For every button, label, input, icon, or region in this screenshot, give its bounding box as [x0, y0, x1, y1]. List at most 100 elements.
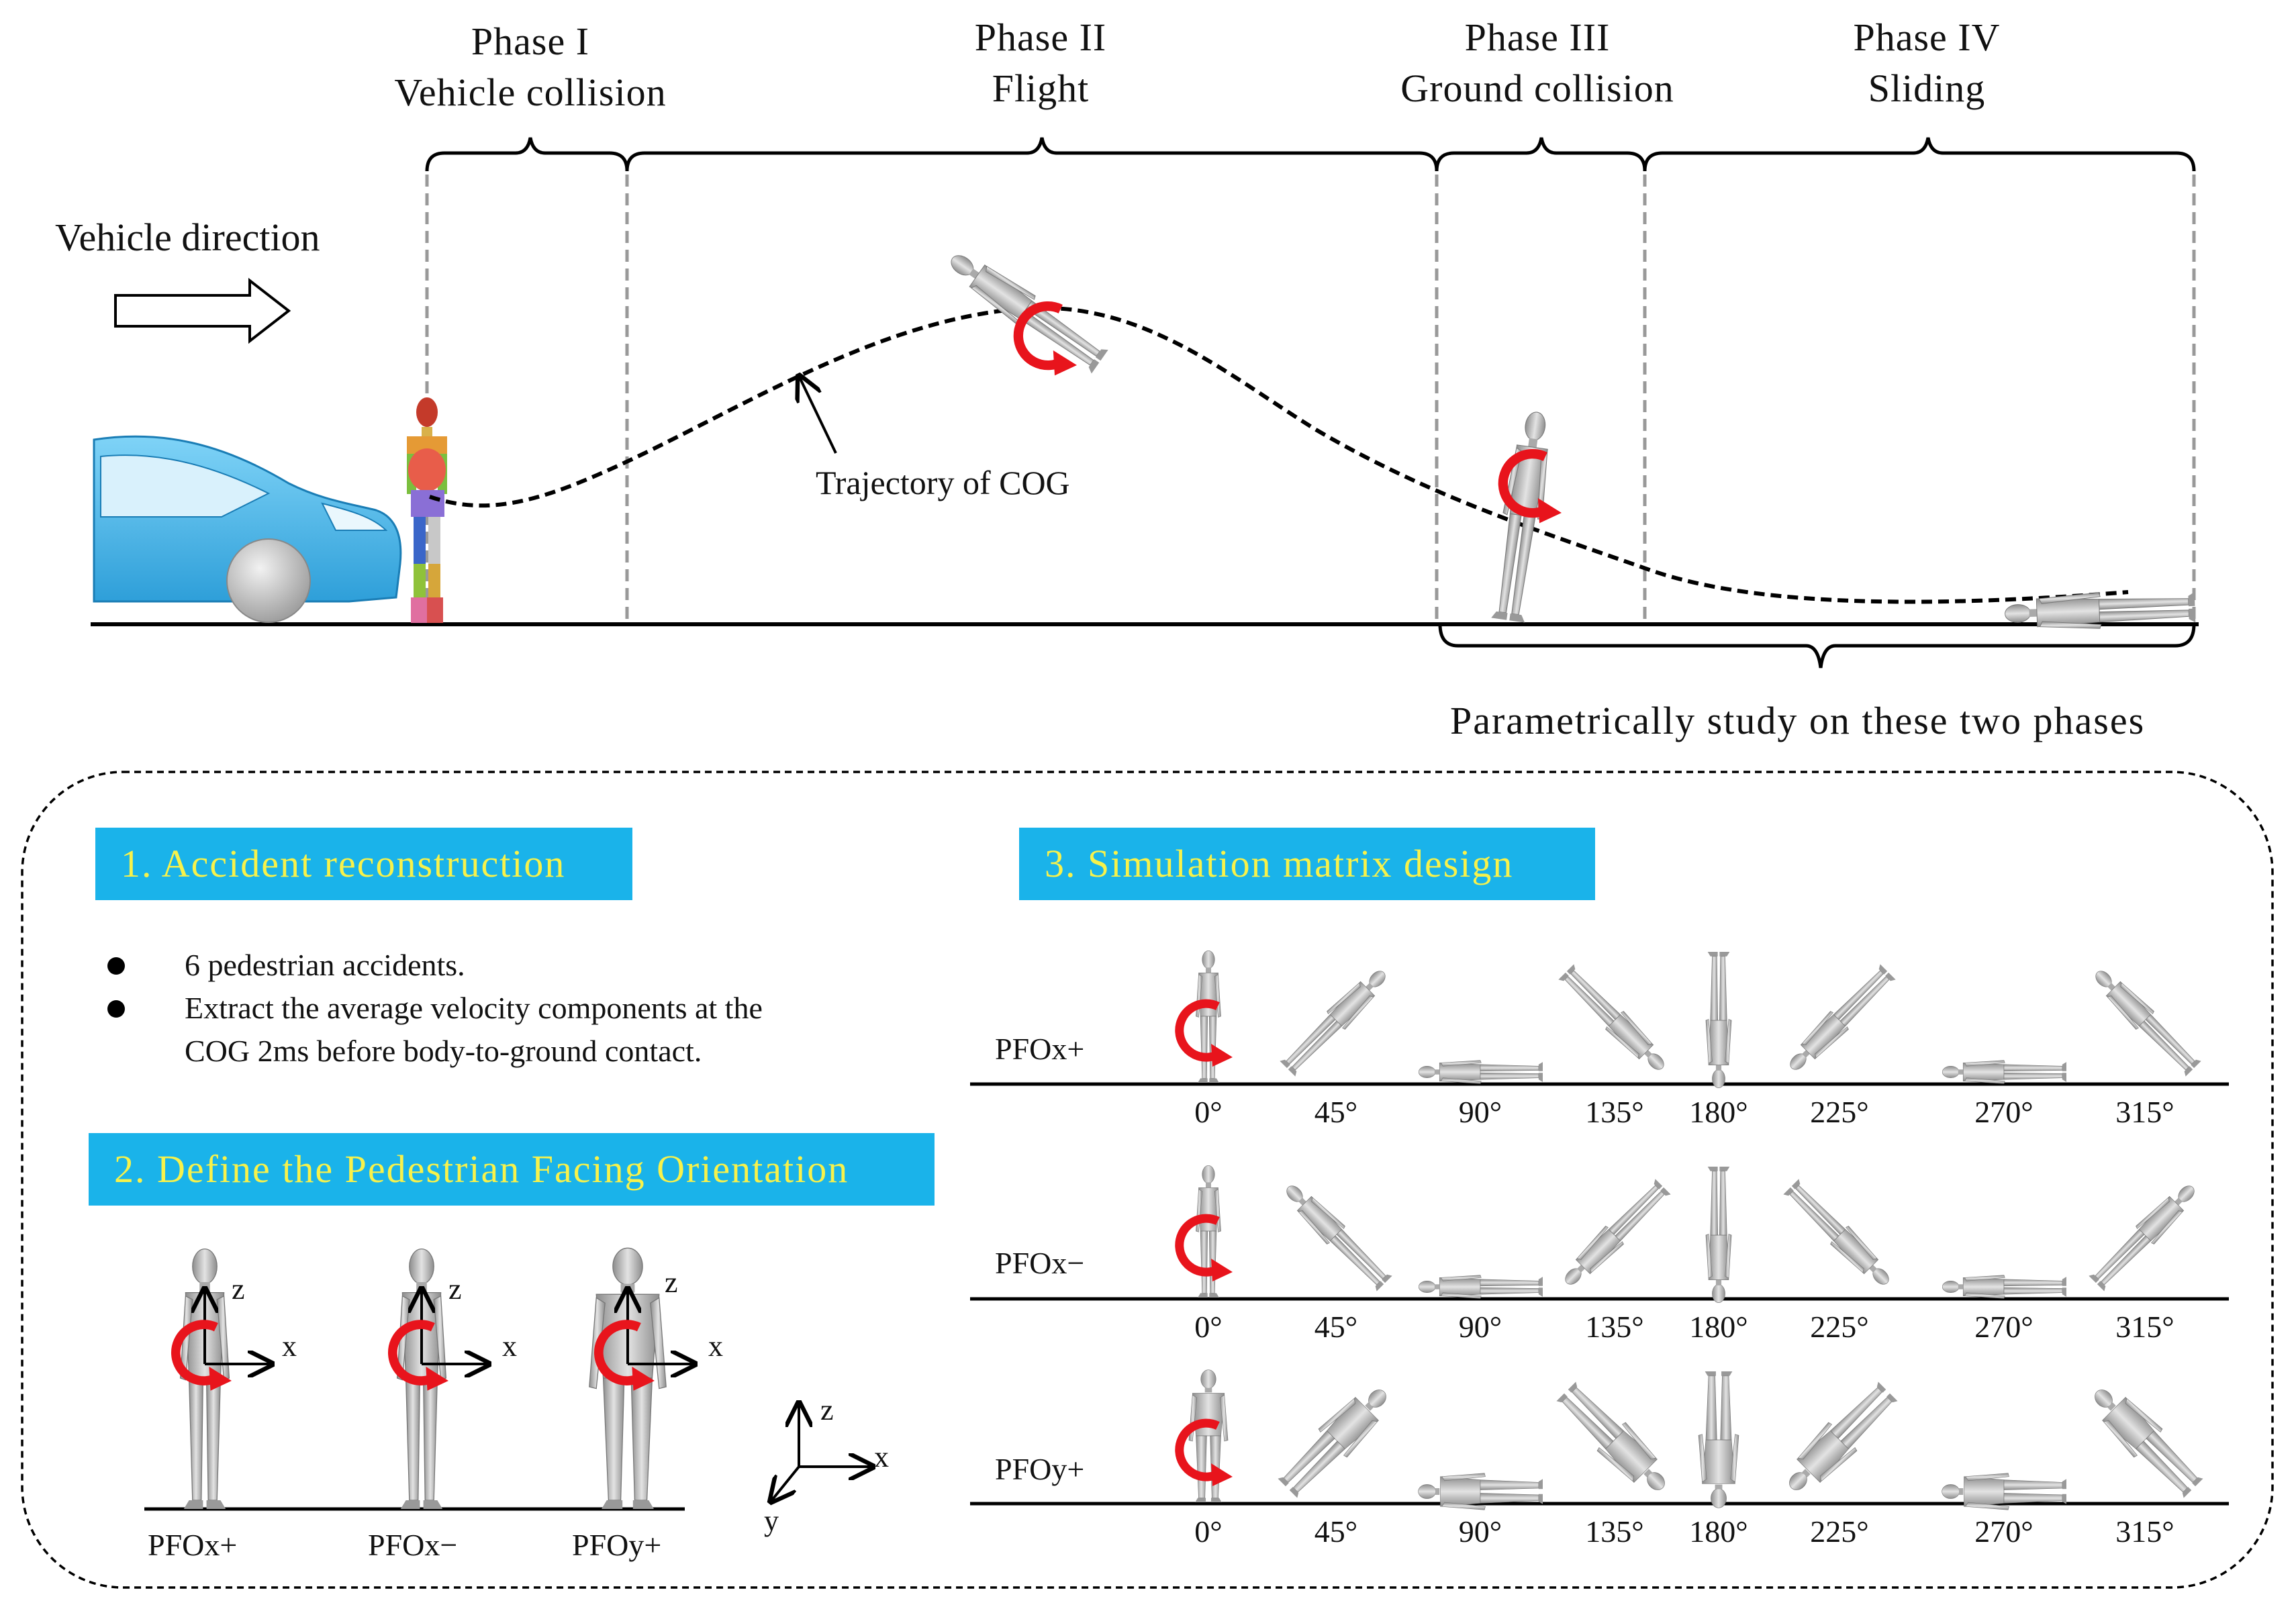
- matrix-figure-r1-c6: [1782, 963, 1897, 1077]
- matrix-figure-r3-c1: [1180, 1369, 1233, 1503]
- angle-label-r2-c4: 135°: [1585, 1310, 1644, 1344]
- pfo3-x-label: x: [708, 1330, 723, 1363]
- trajectory-pointer: [799, 376, 837, 454]
- matrix-row-label-1: PFOx+: [995, 1032, 1085, 1066]
- define-pfo-title: 2. Define the Pedestrian Facing Orientat…: [89, 1133, 935, 1206]
- matrix-figure-r1-c5: [1705, 951, 1732, 1088]
- matrix-figure-r3-c4: [1551, 1377, 1678, 1503]
- vehicle-direction-label: Vehicle direction: [55, 215, 320, 259]
- pfo-figures: [176, 1247, 695, 1510]
- phase-separators: [425, 175, 2196, 624]
- triad-y-label: y: [764, 1504, 779, 1537]
- phase-3-desc: Ground collision: [1400, 66, 1674, 110]
- phase-1-name: Phase I: [471, 19, 590, 63]
- accident-reconstruction-title: 1. Accident reconstruction: [95, 828, 632, 900]
- parametric-note: Parametrically study on these two phases: [1450, 699, 2146, 742]
- pedestrian-dummy-impact: [407, 397, 447, 623]
- matrix-figure-r2-c5: [1705, 1166, 1732, 1303]
- phase-4-name: Phase IV: [1853, 15, 2001, 59]
- angle-label-r3-c1: 0°: [1194, 1514, 1223, 1549]
- matrix-row-label-3: PFOy+: [995, 1452, 1085, 1486]
- angle-label-r1-c4: 135°: [1585, 1095, 1644, 1129]
- methods-panel: [21, 771, 2274, 1589]
- phase-3-label: Phase III Ground collision: [1370, 12, 1705, 114]
- pfo2-z-label: z: [448, 1273, 462, 1306]
- angle-label-r1-c5: 180°: [1689, 1095, 1748, 1129]
- phase-4-label: Phase IV Sliding: [1759, 12, 2095, 114]
- angle-label-r1-c2: 45°: [1314, 1095, 1358, 1129]
- bullet-3: COG 2ms before body-to-ground contact.: [185, 1034, 702, 1068]
- matrix-figure-r2-c4: [1558, 1177, 1672, 1292]
- angle-label-r3-c8: 315°: [2115, 1514, 2174, 1549]
- matrix-figure-r1-c8: [2088, 963, 2203, 1078]
- pfo-def-label-3: PFOy+: [572, 1528, 662, 1562]
- matrix-figure-r2-c6: [1782, 1177, 1897, 1292]
- cog-trajectory: [429, 305, 2129, 604]
- bullet-2-dot: [107, 1000, 125, 1018]
- pfo-def-label-1: PFOx+: [148, 1528, 238, 1562]
- angle-label-r3-c5: 180°: [1689, 1514, 1748, 1549]
- angle-label-r3-c2: 45°: [1314, 1514, 1358, 1549]
- vehicle-direction-arrow: [114, 277, 291, 344]
- vehicle: [93, 435, 402, 623]
- matrix-figure-r1-c3: [1418, 1060, 1543, 1084]
- phase-2-desc: Flight: [992, 66, 1090, 110]
- angle-label-r1-c8: 315°: [2115, 1095, 2174, 1129]
- triad-x-label: x: [874, 1441, 889, 1473]
- angle-label-r3-c7: 270°: [1974, 1514, 2034, 1549]
- bullet-1-dot: [107, 957, 125, 975]
- matrix-figure-r1-c7: [1942, 1060, 2067, 1084]
- pfo2-x-label: x: [502, 1330, 517, 1363]
- triad-z-label: z: [820, 1394, 834, 1426]
- pfo1-z-label: z: [232, 1273, 245, 1306]
- matrix-figures: [1180, 950, 2208, 1510]
- angle-label-r1-c1: 0°: [1194, 1095, 1223, 1129]
- phase-2-label: Phase II Flight: [873, 12, 1208, 114]
- matrix-figure-r1-c4: [1557, 963, 1672, 1077]
- parametric-brace: [1438, 624, 2196, 669]
- angle-label-r1-c3: 90°: [1458, 1095, 1502, 1129]
- matrix-figure-r1-c1: [1180, 950, 1233, 1083]
- angle-label-r1-c6: 225°: [1810, 1095, 1869, 1129]
- angle-label-r2-c7: 270°: [1974, 1310, 2034, 1344]
- angle-label-r3-c3: 90°: [1458, 1514, 1502, 1549]
- coordinate-axes: [771, 1403, 873, 1502]
- pfo-def-label-2: PFOx−: [368, 1528, 458, 1562]
- phase-3-name: Phase III: [1464, 15, 1611, 59]
- phase-1-label: Phase I Vehicle collision: [363, 16, 698, 118]
- trajectory-label: Trajectory of COG: [816, 464, 1070, 501]
- angle-label-r2-c1: 0°: [1194, 1310, 1223, 1344]
- matrix-figure-r1-c2: [1278, 963, 1393, 1078]
- matrix-row-label-2: PFOx−: [995, 1246, 1085, 1280]
- bullet-2: Extract the average velocity components …: [185, 991, 763, 1025]
- matrix-figure-r3-c8: [2082, 1377, 2208, 1503]
- angle-label-r2-c6: 225°: [1810, 1310, 1869, 1344]
- phase-4-desc: Sliding: [1868, 66, 1986, 110]
- pfo-def-figure-3: [589, 1247, 695, 1510]
- angle-label-r3-c4: 135°: [1585, 1514, 1644, 1549]
- phase-1-desc: Vehicle collision: [394, 70, 667, 114]
- matrix-figure-r3-c5: [1698, 1371, 1739, 1508]
- angle-label-r2-c5: 180°: [1689, 1310, 1748, 1344]
- simulation-matrix-title: 3. Simulation matrix design: [1019, 828, 1595, 900]
- matrix-figure-r3-c6: [1776, 1377, 1903, 1503]
- matrix-figure-r2-c3: [1418, 1275, 1543, 1299]
- angle-label-r2-c2: 45°: [1314, 1310, 1358, 1344]
- angle-label-r2-c3: 90°: [1458, 1310, 1502, 1344]
- pfo1-x-label: x: [282, 1330, 297, 1363]
- matrix-figure-r2-c7: [1942, 1275, 2067, 1299]
- pfo-def-figure-2: [393, 1248, 489, 1510]
- angle-label-r1-c7: 270°: [1974, 1095, 2034, 1129]
- phase-2-name: Phase II: [974, 15, 1107, 59]
- pfo-def-figure-1: [176, 1248, 272, 1510]
- bullet-1: 6 pedestrian accidents.: [185, 948, 465, 982]
- angle-label-r2-c8: 315°: [2115, 1310, 2174, 1344]
- pfo3-z-label: z: [665, 1266, 678, 1299]
- angle-label-r3-c6: 225°: [1810, 1514, 1869, 1549]
- matrix-figure-r2-c8: [2087, 1178, 2202, 1293]
- matrix-figure-r2-c2: [1279, 1178, 1394, 1293]
- phase-braces: [425, 137, 2196, 172]
- matrix-figure-r3-c2: [1273, 1377, 1399, 1503]
- matrix-figure-r2-c1: [1180, 1165, 1233, 1298]
